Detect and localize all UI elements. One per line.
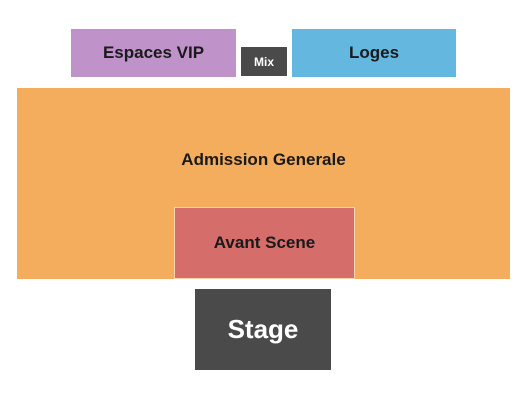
section-espaces-vip-label: Espaces VIP bbox=[102, 43, 205, 62]
section-avant-scene[interactable]: Avant Scene bbox=[174, 207, 355, 279]
section-avant-scene-label: Avant Scene bbox=[213, 233, 316, 252]
section-loges-label: Loges bbox=[348, 43, 400, 62]
stage: Stage bbox=[195, 289, 331, 370]
mix-booth-label: Mix bbox=[253, 54, 274, 69]
section-espaces-vip[interactable]: Espaces VIP bbox=[71, 29, 236, 77]
section-loges[interactable]: Loges bbox=[292, 29, 456, 77]
stage-label: Stage bbox=[227, 314, 299, 344]
mix-booth: Mix bbox=[241, 47, 287, 76]
section-admission-generale-label: Admission Generale bbox=[181, 150, 346, 169]
